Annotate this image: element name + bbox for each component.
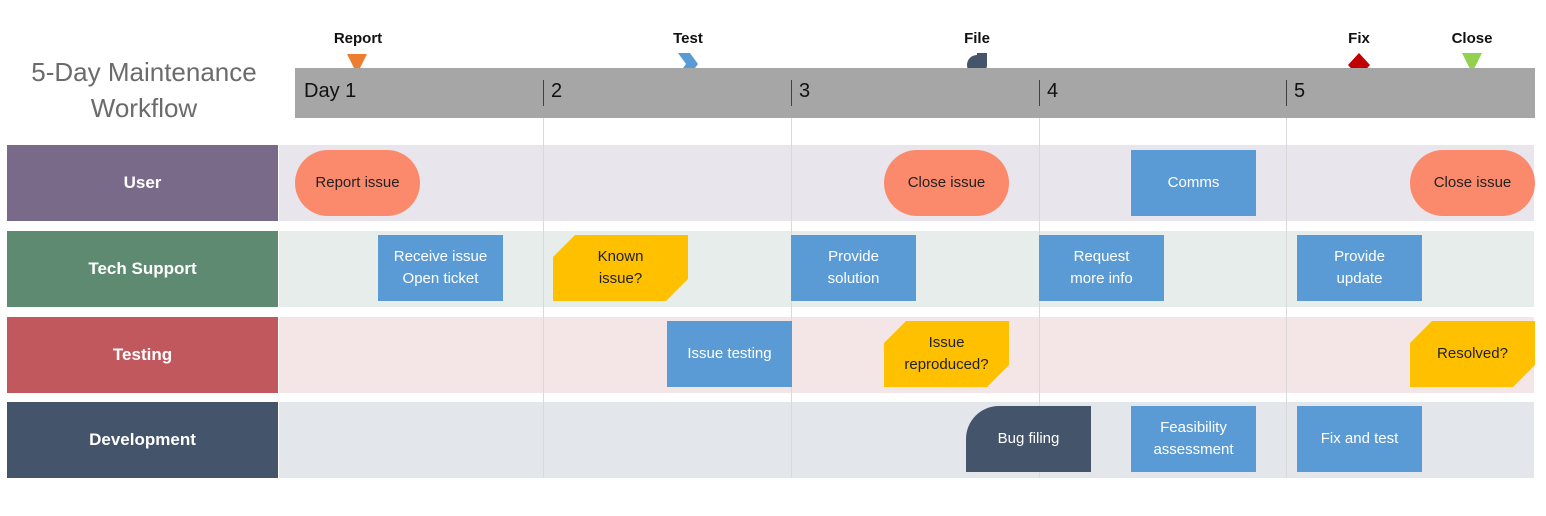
- title-line-1: 5-Day Maintenance: [31, 57, 257, 87]
- down-triangle-icon: [347, 54, 367, 74]
- task-text: Provide: [1334, 248, 1385, 265]
- task-text: Receive issue: [393, 248, 488, 265]
- milestone-fix-label: Fix: [1348, 30, 1370, 47]
- day-label: 5: [1294, 80, 1306, 102]
- down-triangle-icon: [1462, 53, 1482, 73]
- task-text: Issue testing: [687, 345, 772, 362]
- day-label: 3: [799, 80, 811, 102]
- milestone-close-label: Close: [1451, 30, 1493, 47]
- lane-label-text: Testing: [112, 345, 173, 364]
- lane-label-tech-support: Tech Support: [7, 231, 278, 307]
- task-text: Close issue: [1433, 174, 1512, 191]
- task-text: Provide: [828, 248, 879, 265]
- lane-label-user: User: [7, 145, 278, 221]
- day-divider: [791, 80, 792, 106]
- day-gridline: [1286, 118, 1287, 478]
- task-request-more-info[interactable]: Request more info: [1039, 235, 1164, 301]
- decision-known-issue[interactable]: Known issue?: [553, 235, 688, 301]
- task-text: more info: [1070, 270, 1133, 287]
- title-line-2: Workflow: [90, 93, 198, 123]
- task-text: solution: [827, 270, 880, 287]
- lane-label-development: Development: [7, 402, 278, 478]
- lane-label-text: Development: [89, 430, 196, 449]
- task-text: Comms: [1167, 174, 1220, 191]
- task-feasibility-assessment[interactable]: Feasibility assessment: [1131, 406, 1256, 472]
- task-provide-solution[interactable]: Provide solution: [791, 235, 916, 301]
- task-text: update: [1336, 270, 1383, 287]
- day-divider: [1286, 80, 1287, 106]
- task-text: Open ticket: [402, 270, 479, 287]
- milestone-file-label: File: [964, 30, 990, 47]
- task-fix-and-test[interactable]: Fix and test: [1297, 406, 1422, 472]
- task-comms[interactable]: Comms: [1131, 150, 1256, 216]
- lane-label-testing: Testing: [7, 317, 278, 393]
- task-text: Close issue: [907, 174, 986, 191]
- day-label: 4: [1047, 80, 1059, 102]
- task-text: Known: [597, 248, 644, 265]
- lane-label-text: User: [123, 173, 162, 192]
- lane-label-text: Tech Support: [88, 259, 197, 278]
- task-text: Resolved?: [1437, 345, 1508, 362]
- task-provide-update[interactable]: Provide update: [1297, 235, 1422, 301]
- task-text: issue?: [598, 270, 643, 287]
- task-text: Issue: [928, 334, 965, 351]
- task-close-issue-final[interactable]: Close issue: [1410, 150, 1535, 216]
- day-divider: [543, 80, 544, 106]
- page-title: 5-Day Maintenance Workflow: [10, 54, 278, 126]
- task-text: reproduced?: [904, 356, 989, 373]
- day-label: 2: [551, 80, 563, 102]
- task-text: Report issue: [315, 174, 400, 191]
- task-issue-testing[interactable]: Issue testing: [667, 321, 792, 387]
- milestone-report-label: Report: [333, 30, 383, 47]
- task-text: Bug filing: [997, 430, 1060, 447]
- task-text: assessment: [1153, 441, 1234, 458]
- day-divider: [1039, 80, 1040, 106]
- timeline-bar: [295, 68, 1535, 118]
- task-report-issue[interactable]: Report issue: [295, 150, 420, 216]
- day-gridline: [543, 118, 544, 478]
- task-bug-filing[interactable]: Bug filing: [966, 406, 1091, 472]
- task-text: Request: [1073, 248, 1130, 265]
- task-text: Fix and test: [1320, 430, 1399, 447]
- decision-issue-reproduced[interactable]: Issue reproduced?: [884, 321, 1009, 387]
- decision-resolved[interactable]: Resolved?: [1410, 321, 1535, 387]
- task-close-issue[interactable]: Close issue: [884, 150, 1009, 216]
- milestone-test-label: Test: [673, 30, 703, 47]
- day-label: Day 1: [304, 80, 357, 102]
- task-text: Feasibility: [1160, 419, 1227, 436]
